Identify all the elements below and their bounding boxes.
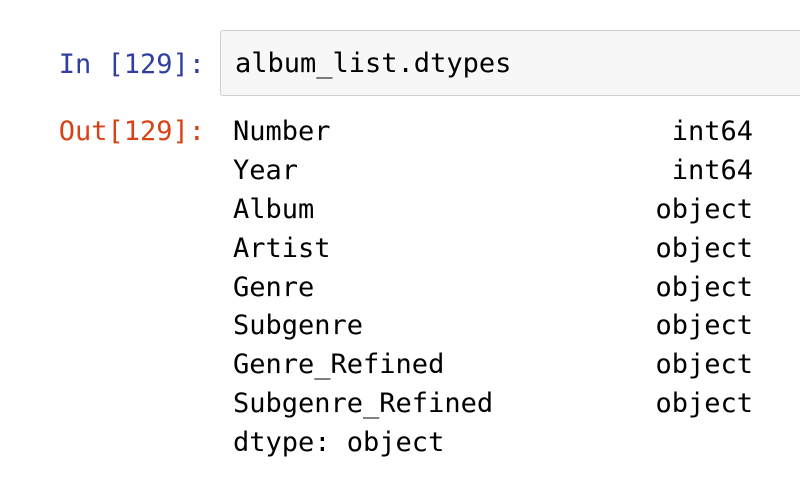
column-name: Genre bbox=[233, 271, 315, 303]
output-area: Number int64 Year int64 Album object Art… bbox=[233, 112, 753, 462]
dtype-row: Genre_Refined object bbox=[233, 345, 753, 384]
column-dtype: object bbox=[655, 388, 753, 420]
output-prompt: Out[129]: bbox=[58, 116, 205, 147]
column-dtype: object bbox=[655, 271, 753, 303]
column-name: Genre_Refined bbox=[233, 349, 445, 381]
column-name: Artist bbox=[233, 232, 331, 264]
column-name: Number bbox=[233, 116, 331, 147]
code-input-text[interactable]: album_list.dtypes bbox=[235, 48, 512, 79]
dtype-footer: dtype: object bbox=[233, 427, 445, 459]
dtype-row: Genre object bbox=[233, 268, 753, 307]
column-name: Subgenre_Refined bbox=[233, 388, 494, 420]
column-dtype: object bbox=[655, 310, 753, 342]
input-prompt: In [129]: bbox=[58, 49, 205, 80]
dtype-row: Artist object bbox=[233, 229, 753, 268]
dtype-row: Year int64 bbox=[233, 151, 753, 190]
dtype-row: Album object bbox=[233, 190, 753, 229]
dtype-row: Subgenre object bbox=[233, 306, 753, 345]
code-input-cell[interactable]: album_list.dtypes bbox=[220, 30, 800, 96]
column-dtype: object bbox=[655, 193, 753, 225]
column-dtype: int64 bbox=[671, 116, 753, 147]
column-dtype: int64 bbox=[671, 154, 753, 186]
column-name: Year bbox=[233, 154, 299, 186]
dtype-row: Subgenre_Refined object bbox=[233, 384, 753, 423]
column-dtype: object bbox=[655, 232, 753, 264]
dtype-row: Number int64 bbox=[233, 112, 753, 151]
column-name: Subgenre bbox=[233, 310, 364, 342]
column-name: Album bbox=[233, 193, 315, 225]
column-dtype: object bbox=[655, 349, 753, 381]
